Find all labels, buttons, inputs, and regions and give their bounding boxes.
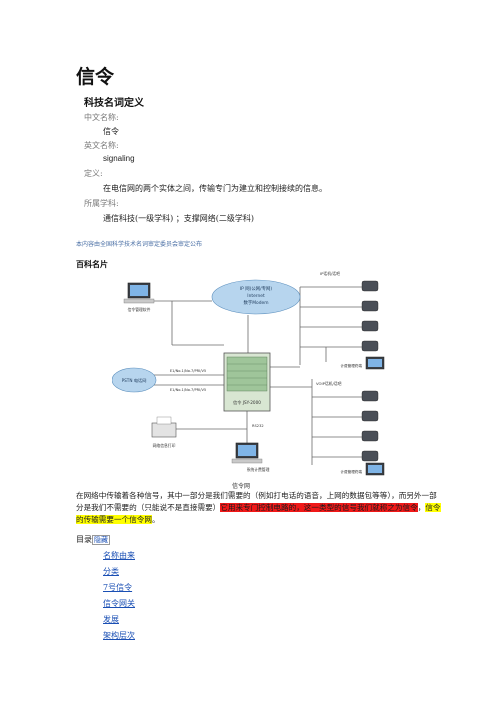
printer-label: 网络信息打印 <box>153 443 176 448</box>
en-name-value: signaling <box>103 154 135 163</box>
definition-label: 定义: <box>84 169 103 178</box>
printer-icon: 网络信息打印 <box>151 416 177 448</box>
cn-name-label: 中文名称: <box>84 113 119 122</box>
para-text-3: 。 <box>151 515 160 524</box>
voip-pc-label: 计费管理终端 <box>340 469 362 474</box>
signaling-network-diagram: IP 网(公网/专网) Internet 数字Modem PSTN 电话网 信令… <box>112 271 385 476</box>
bottom-pc-label: 系统计费管理 <box>247 467 270 472</box>
cloud-top-label-1: IP 网(公网/专网) <box>240 285 272 292</box>
definition-text: 在电信网的两个实体之间，传输专门为建立和控制接续的信息。 <box>103 184 327 193</box>
computer-icon: 信令管理软件 <box>123 282 155 312</box>
intro-paragraph: 在网络中传输着各种信号，其中一部分是我们需要的（例如打电话的语音，上网的数据包等… <box>76 490 442 526</box>
toc-label: 目录 <box>76 535 92 544</box>
toc-item-signaling-gateway[interactable]: 信令网关 <box>103 599 135 608</box>
image-caption: 信令网 <box>232 483 251 490</box>
switch-label: 信令 JSY-2000 <box>233 399 261 406</box>
gallery-heading: 百科名片 <box>76 260 108 269</box>
ip-network-cloud: IP 网(公网/专网) Internet 数字Modem <box>211 279 301 315</box>
toc-hide-link[interactable]: 隐藏 <box>92 535 110 545</box>
page-title: 信令 <box>76 66 115 88</box>
ip-group-label: IP话机/话吧 <box>320 271 340 276</box>
ip-phones-group <box>361 280 379 352</box>
para-text-2: ， <box>417 503 426 512</box>
para-highlight-red: 它用来专门控制电路的，这一类型的信号我们就称之为信令 <box>220 503 418 512</box>
cn-name-value: 信令 <box>103 127 119 136</box>
cloud-top-label-2: Internet <box>247 293 265 299</box>
pstn-network-cloud: PSTN 电话网 <box>112 367 157 393</box>
source-note: 本内容由全国科学技术名词审定委员会审定公布 <box>76 241 203 248</box>
ip-pc-label: 计费管理终端 <box>340 363 362 368</box>
voip-group-label: VOIP话机/话吧 <box>316 381 342 386</box>
toc-item-name-origin[interactable]: 名称由来 <box>103 551 135 560</box>
cloud-left-label: PSTN 电话网 <box>122 377 147 384</box>
switch-cabinet-icon: 信令 JSY-2000 <box>223 352 271 412</box>
voip-phones-group <box>361 390 379 462</box>
field-text: 通信科技(一级学科) ；支撑网络(二级学科) <box>103 214 255 223</box>
left-pc-label: 信令管理软件 <box>128 307 151 312</box>
rs232-label: RS232 <box>252 424 264 428</box>
term-definition-heading: 科技名词定义 <box>84 98 144 109</box>
billing-computer-icon: 系统计费管理 <box>231 442 270 472</box>
ip-billing-computer-icon: 计费管理终端 <box>340 356 385 370</box>
field-label: 所属学科: <box>84 199 119 208</box>
toc-item-architecture-layers[interactable]: 架构层次 <box>103 631 135 640</box>
toc-item-development[interactable]: 发展 <box>103 615 119 624</box>
en-name-label: 英文名称: <box>84 141 119 150</box>
cloud-top-label-3: 数字Modem <box>243 299 268 306</box>
para-text-1: 在网络中传输着各种信号，其中一部分是我们需要的（例如打电话的语音，上网的数据包等… <box>76 491 437 512</box>
toc-item-ss7[interactable]: 7号信令 <box>103 583 133 592</box>
toc-heading: 目录隐藏 <box>76 534 110 545</box>
voip-billing-computer-icon: 计费管理终端 <box>340 462 385 476</box>
link-top-label: E1/No.1/No.7/PRI/V5 <box>170 369 206 373</box>
toc-item-classification[interactable]: 分类 <box>103 567 119 576</box>
link-bottom-label: E1/No.1/No.7/PRI/V5 <box>170 388 206 392</box>
